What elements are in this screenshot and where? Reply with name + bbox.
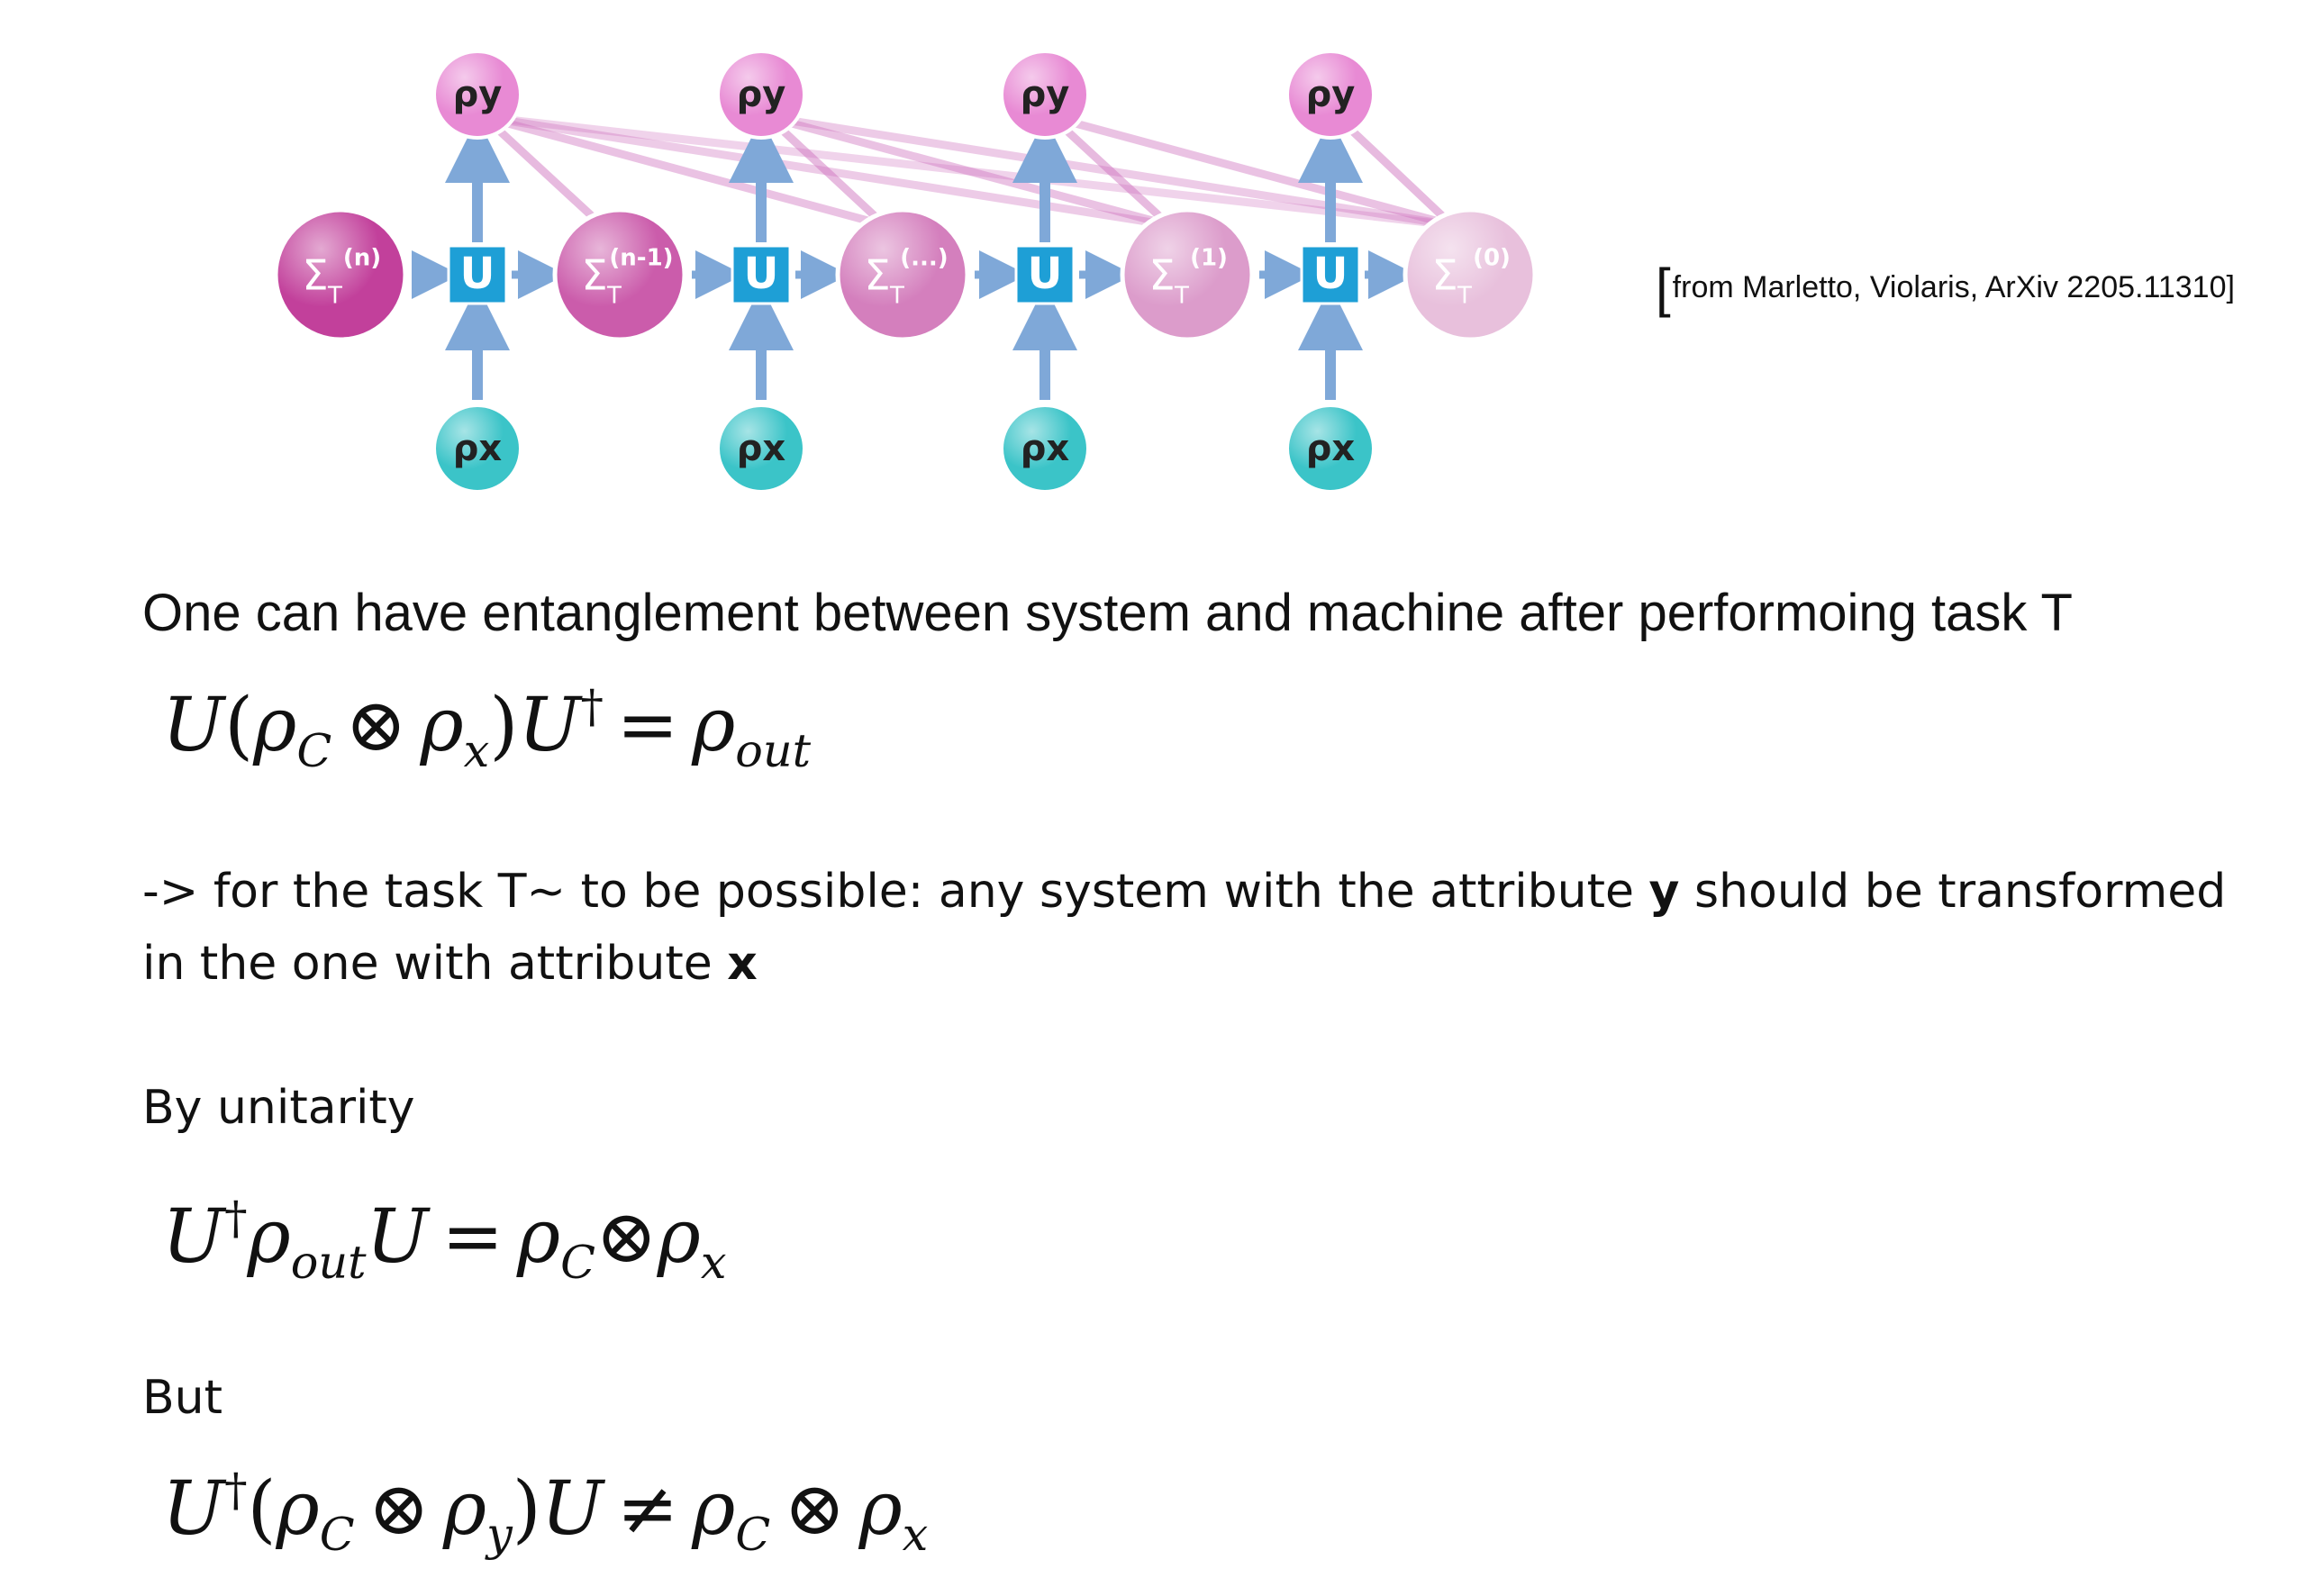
output-node: ρy xyxy=(1285,50,1375,140)
sigma-symbol: Σ xyxy=(864,251,890,300)
unitary-node: U xyxy=(1014,244,1076,305)
equation-2: U†ρoutU=ρC⊗ρx xyxy=(162,1191,727,1289)
output-node-label: ρy xyxy=(453,74,503,115)
unitary-label: U xyxy=(1028,249,1063,299)
input-node-label: ρx xyxy=(1306,428,1356,469)
output-node-shine xyxy=(1287,51,1374,138)
citation: [from Marletto, Violaris, ArXiv 2205.113… xyxy=(1656,257,2235,319)
input-node-label: ρx xyxy=(453,428,503,469)
output-node-shine xyxy=(1002,51,1088,138)
output-node: ρy xyxy=(432,50,522,140)
sigma-node-shine xyxy=(1405,210,1535,340)
entanglement-link xyxy=(480,113,1174,230)
sigma-subscript: T xyxy=(606,283,622,310)
sigma-subscript: T xyxy=(1457,283,1472,310)
sigma-subscript: T xyxy=(889,283,904,310)
equation-1: U(ρC⊗ρx)U†=ρout xyxy=(162,679,812,777)
output-node-label: ρy xyxy=(1021,74,1070,115)
paragraph-by-unitarity: By unitarity xyxy=(142,1081,415,1135)
sigma-superscript: (n-1) xyxy=(609,245,673,272)
paragraph-task-possible: -> for the task T~ to be possible: any s… xyxy=(142,865,2227,991)
unitary-box xyxy=(731,244,792,305)
sigma-subscript: T xyxy=(1174,283,1189,310)
sigma-node-shine xyxy=(838,210,967,340)
unitary-box xyxy=(1014,244,1076,305)
input-node-shine xyxy=(434,405,521,492)
entanglement-link xyxy=(1048,113,1457,230)
output-node-label: ρy xyxy=(737,74,786,115)
entanglement-link xyxy=(480,113,889,230)
sigma-node-shine xyxy=(555,210,685,340)
output-node-label: ρy xyxy=(1306,74,1356,115)
input-node: ρx xyxy=(432,404,522,494)
input-node-label: ρx xyxy=(1021,428,1070,469)
input-node: ρx xyxy=(716,404,806,494)
input-node-shine xyxy=(1002,405,1088,492)
unitary-label: U xyxy=(1313,249,1348,299)
unitary-node: U xyxy=(447,244,508,305)
paragraph-but: But xyxy=(142,1371,223,1425)
unitary-node: U xyxy=(731,244,792,305)
sigma-symbol: Σ xyxy=(302,251,328,300)
sigma-subscript: T xyxy=(327,283,342,310)
output-node-shine xyxy=(434,51,521,138)
input-node-shine xyxy=(1287,405,1374,492)
sigma-node-shine xyxy=(1122,210,1252,340)
unitary-node: U xyxy=(1300,244,1361,305)
unitary-label: U xyxy=(460,249,495,299)
sigma-symbol: Σ xyxy=(1431,251,1457,300)
input-node-shine xyxy=(718,405,804,492)
output-node-shine xyxy=(718,51,804,138)
unitary-box xyxy=(447,244,508,305)
equation-3: U†(ρC⊗ρy)U≠ρC⊗ρx xyxy=(162,1463,929,1561)
input-node: ρx xyxy=(1000,404,1090,494)
sigma-symbol: Σ xyxy=(581,251,607,300)
unitary-box xyxy=(1300,244,1361,305)
sigma-symbol: Σ xyxy=(1148,251,1175,300)
citation-bracket: [ xyxy=(1656,258,1671,318)
input-node-label: ρx xyxy=(737,428,786,469)
sigma-node-shine xyxy=(276,210,405,340)
sigma-superscript: (n) xyxy=(343,245,381,272)
output-node: ρy xyxy=(716,50,806,140)
sigma-superscript: (...) xyxy=(900,245,948,272)
unitary-label: U xyxy=(744,249,779,299)
output-node: ρy xyxy=(1000,50,1090,140)
sigma-superscript: (0) xyxy=(1473,245,1511,272)
paragraph-entanglement: One can have entanglement between system… xyxy=(142,584,2073,642)
entanglement-link xyxy=(764,113,1457,230)
sigma-superscript: (1) xyxy=(1190,245,1228,272)
entanglement-link xyxy=(764,113,1174,230)
citation-text: from Marletto, Violaris, ArXiv 2205.1131… xyxy=(1672,270,2235,304)
entanglement-link xyxy=(480,113,1457,230)
input-node: ρx xyxy=(1285,404,1375,494)
entanglement-links xyxy=(480,113,1457,230)
vertical-arrows xyxy=(445,118,1363,400)
